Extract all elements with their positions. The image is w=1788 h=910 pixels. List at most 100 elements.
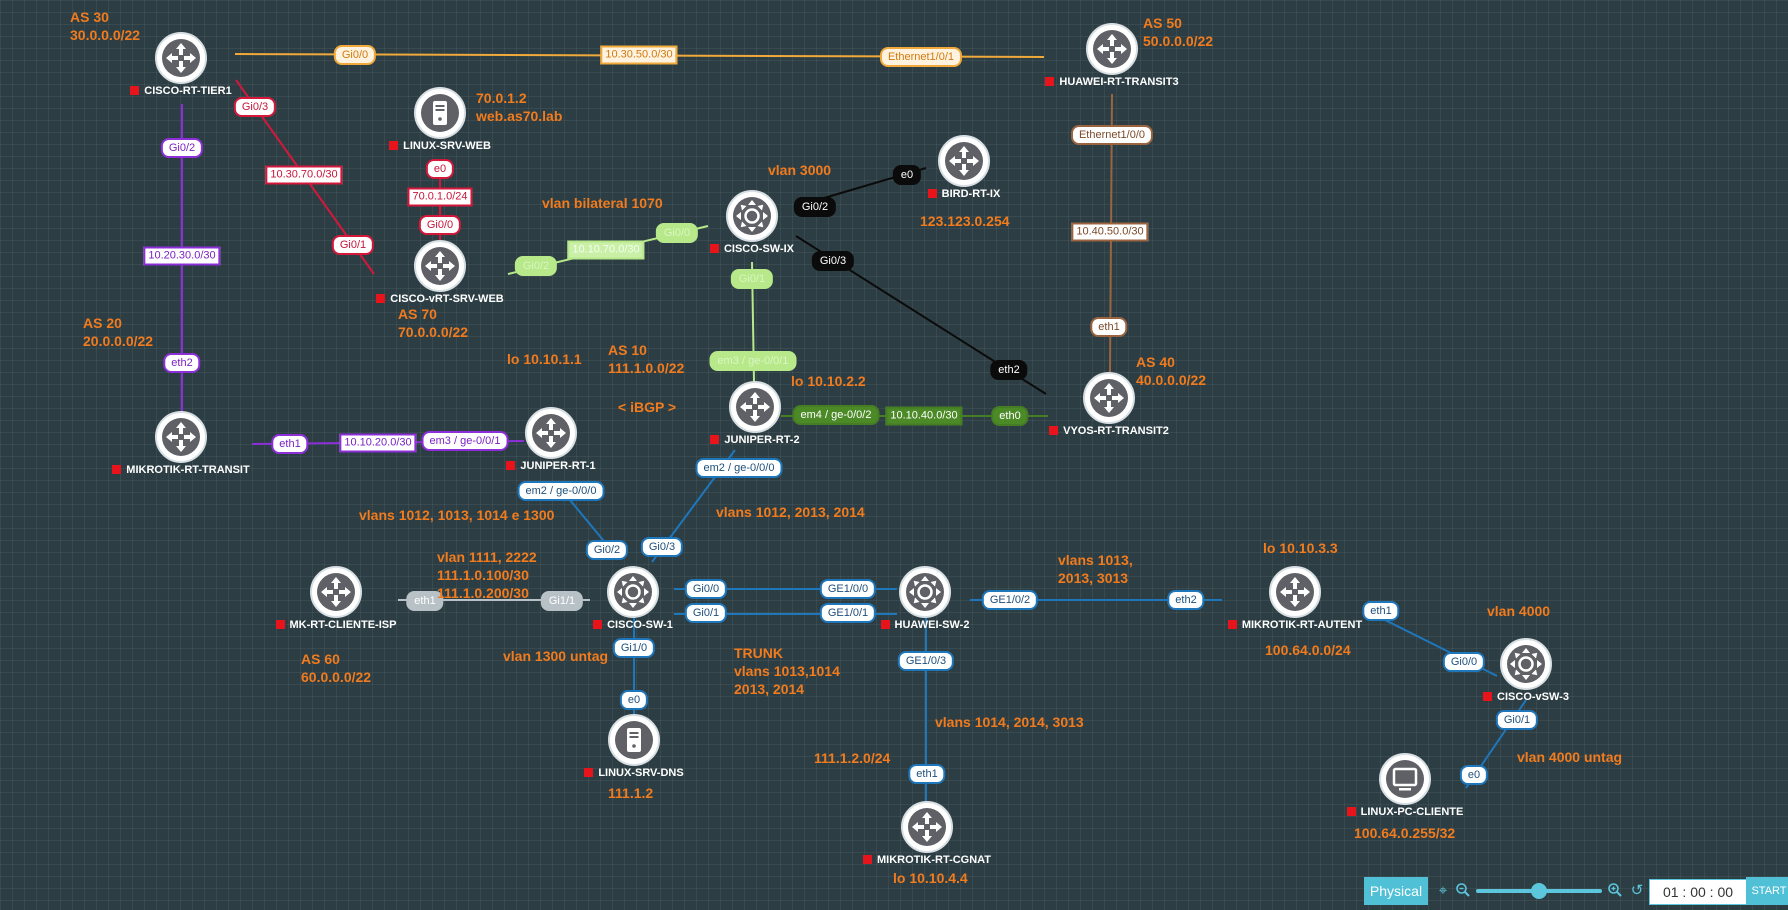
annotation-text[interactable]: AS 20 20.0.0.0/22 (83, 315, 154, 349)
interface-label[interactable]: Gi0/2 (160, 138, 204, 158)
interface-label[interactable]: e0 (892, 165, 922, 185)
refresh-icon[interactable]: ↺ (1630, 882, 1644, 899)
router-icon[interactable] (155, 411, 207, 463)
router-icon[interactable] (729, 381, 781, 433)
router-icon[interactable] (414, 240, 466, 292)
annotation-text[interactable]: vlan 1300 untag (503, 648, 609, 664)
annotation-text[interactable]: vlan 1111, 2222 111.1.0.100/30 111.1.0.2… (437, 549, 537, 601)
annotation-text[interactable]: vlans 1013, 2013, 3013 (1058, 552, 1133, 586)
switch-icon[interactable] (1500, 638, 1552, 690)
interface-label[interactable]: Gi0/1 (684, 603, 728, 623)
annotation-text[interactable]: lo 10.10.2.2 (791, 373, 866, 389)
interface-label[interactable]: GE1/0/3 (897, 651, 955, 671)
annotation-text[interactable]: 111.1.2 (608, 785, 654, 801)
annotation-text[interactable]: 100.64.0.0/24 (1265, 642, 1351, 658)
interface-label[interactable]: eth2 (163, 353, 201, 373)
crosshair-icon[interactable]: ⌖ (1438, 882, 1448, 899)
annotation-text[interactable]: 70.0.1.2 web.as70.lab (476, 90, 563, 124)
interface-label[interactable]: em3 / ge-0/0/1 (709, 351, 797, 371)
zoom-slider-handle[interactable] (1531, 883, 1547, 899)
interface-label[interactable]: Gi0/2 (793, 197, 837, 217)
network-label[interactable]: 10.20.30.0/30 (143, 246, 221, 266)
network-label[interactable]: 10.30.70.0/30 (265, 165, 343, 185)
interface-label[interactable]: GE1/0/2 (981, 590, 1039, 610)
interface-label[interactable]: Gi0/0 (1442, 652, 1486, 672)
annotation-text[interactable]: lo 10.10.1.1 (507, 351, 582, 367)
interface-label[interactable]: Gi1/1 (540, 591, 584, 611)
interface-label[interactable]: GE1/0/0 (819, 579, 877, 599)
interface-label[interactable]: em3 / ge-0/0/1 (421, 431, 509, 451)
switch-icon[interactable] (607, 566, 659, 618)
annotation-text[interactable]: vlans 1014, 2014, 3013 (935, 714, 1084, 730)
router-icon[interactable] (1083, 372, 1135, 424)
interface-label[interactable]: eth1 (406, 591, 444, 611)
router-icon[interactable] (1269, 566, 1321, 618)
interface-label[interactable]: eth1 (271, 434, 309, 454)
interface-label[interactable]: Gi0/0 (418, 215, 462, 235)
annotation-text[interactable]: < iBGP > (618, 399, 677, 415)
interface-label[interactable]: Ethernet1/0/1 (879, 47, 963, 67)
annotation-text[interactable]: vlan 3000 (768, 162, 832, 178)
annotation-text[interactable]: AS 30 30.0.0.0/22 (70, 9, 141, 43)
interface-label[interactable]: eth2 (1167, 590, 1205, 610)
network-label[interactable]: 70.0.1.0/24 (407, 187, 473, 207)
network-label[interactable]: 10.30.50.0/30 (600, 45, 678, 65)
interface-label[interactable]: Gi0/3 (811, 251, 855, 271)
router-icon[interactable] (155, 32, 207, 84)
interface-label[interactable]: em4 / ge-0/0/2 (792, 405, 880, 425)
annotation-text[interactable]: 100.64.0.255/32 (1354, 825, 1456, 841)
annotation-text[interactable]: vlans 1012, 2013, 2014 (716, 504, 865, 520)
network-label[interactable]: 10.40.50.0/30 (1071, 222, 1149, 242)
annotation-text[interactable]: AS 60 60.0.0.0/22 (301, 651, 372, 685)
interface-label[interactable]: Gi0/3 (640, 537, 684, 557)
annotation-text[interactable]: vlans 1012, 1013, 1014 e 1300 (359, 507, 555, 523)
network-label[interactable]: 10.10.40.0/30 (885, 406, 963, 426)
router-icon[interactable] (525, 407, 577, 459)
annotation-text[interactable]: TRUNK vlans 1013,1014 2013, 2014 (734, 645, 840, 697)
interface-label[interactable]: Gi0/3 (233, 97, 277, 117)
server-icon[interactable] (414, 87, 466, 139)
interface-label[interactable]: Gi0/2 (514, 256, 558, 276)
interface-label[interactable]: e0 (619, 690, 649, 710)
router-icon[interactable] (938, 135, 990, 187)
annotation-text[interactable]: 123.123.0.254 (920, 213, 1010, 229)
router-icon[interactable] (310, 566, 362, 618)
annotation-text[interactable]: lo 10.10.4.4 (893, 870, 968, 886)
annotation-text[interactable]: AS 70 70.0.0.0/22 (398, 306, 469, 340)
zoom-in-icon[interactable] (1606, 882, 1624, 900)
interface-label[interactable]: Gi0/1 (331, 235, 375, 255)
interface-label[interactable]: Gi0/2 (585, 540, 629, 560)
network-label[interactable]: 10.10.70.0/30 (567, 240, 645, 260)
annotation-text[interactable]: AS 10 111.1.0.0/22 (608, 342, 685, 376)
zoom-out-icon[interactable] (1454, 882, 1472, 900)
interface-label[interactable]: eth1 (1362, 601, 1400, 621)
interface-label[interactable]: Gi0/1 (1495, 710, 1539, 730)
physical-view-button[interactable]: Physical (1364, 877, 1428, 905)
switch-icon[interactable] (726, 190, 778, 242)
interface-label[interactable]: eth1 (908, 764, 946, 784)
interface-label[interactable]: Gi1/0 (612, 638, 656, 658)
interface-label[interactable]: eth0 (991, 406, 1029, 426)
interface-label[interactable]: Gi0/0 (655, 223, 699, 243)
zoom-slider[interactable] (1476, 883, 1602, 899)
desktop-icon[interactable] (1379, 753, 1431, 805)
interface-label[interactable]: e0 (425, 159, 455, 179)
annotation-text[interactable]: 111.1.2.0/24 (814, 750, 891, 766)
interface-label[interactable]: em2 / ge-0/0/0 (695, 458, 783, 478)
interface-label[interactable]: Gi0/0 (684, 579, 728, 599)
session-timer[interactable]: 01 : 00 : 00 (1649, 879, 1747, 905)
start-button[interactable]: START (1746, 877, 1788, 905)
annotation-text[interactable]: AS 50 50.0.0.0/22 (1143, 15, 1214, 49)
interface-label[interactable]: Gi0/1 (730, 269, 774, 289)
interface-label[interactable]: GE1/0/1 (819, 603, 877, 623)
interface-label[interactable]: eth2 (990, 360, 1028, 380)
server-icon[interactable] (608, 714, 660, 766)
interface-label[interactable]: e0 (1459, 765, 1489, 785)
annotation-text[interactable]: vlan 4000 untag (1517, 749, 1623, 765)
annotation-text[interactable]: lo 10.10.3.3 (1263, 540, 1338, 556)
router-icon[interactable] (901, 801, 953, 853)
switch-icon[interactable] (899, 566, 951, 618)
interface-label[interactable]: Gi0/0 (333, 45, 377, 65)
annotation-text[interactable]: AS 40 40.0.0.0/22 (1136, 354, 1207, 388)
